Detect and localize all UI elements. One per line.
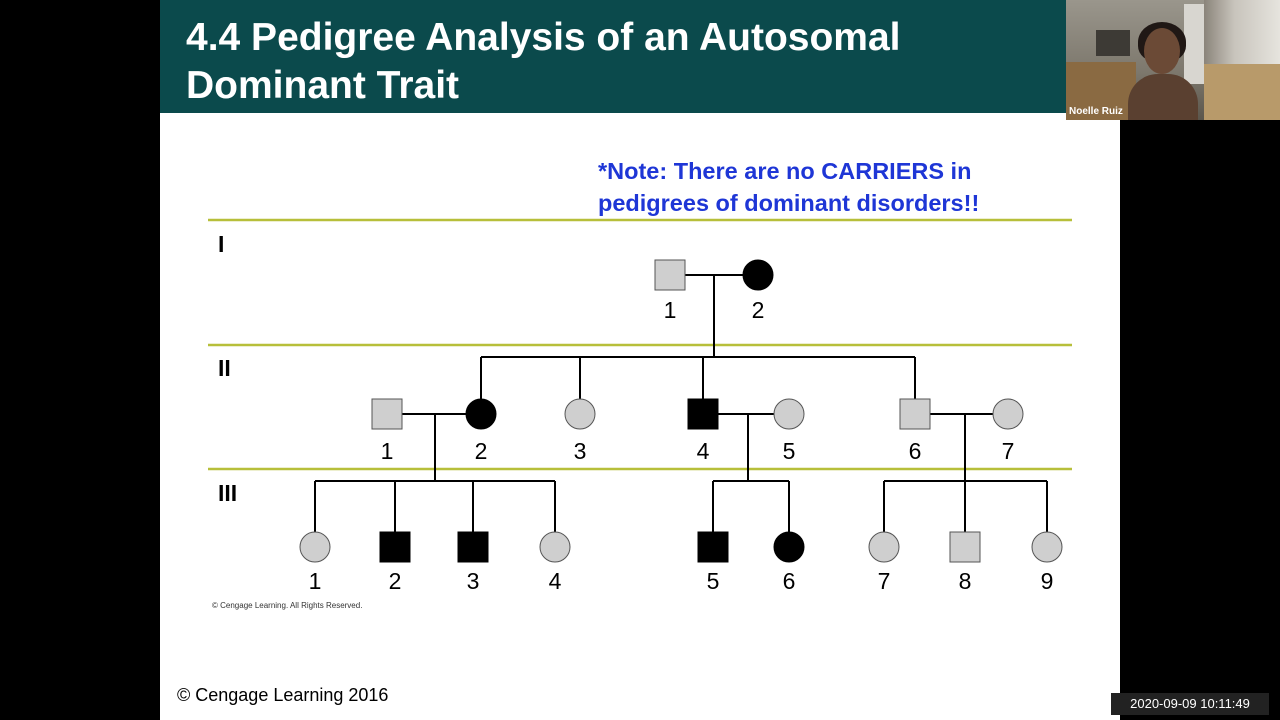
unaffected-female-III-4 — [539, 531, 571, 563]
label-II-5: 5 — [783, 438, 796, 464]
generation-label-II: II — [218, 355, 231, 381]
label-III-8: 8 — [959, 568, 972, 594]
slide: 4.4 Pedigree Analysis of an Autosomal Do… — [160, 0, 1120, 720]
affected-male-III-2 — [379, 531, 411, 563]
label-II-7: 7 — [1002, 438, 1015, 464]
room-video — [1204, 0, 1280, 120]
affected-male-III-3 — [457, 531, 489, 563]
label-III-3: 3 — [467, 568, 480, 594]
affected-male-II-4 — [687, 398, 719, 430]
label-III-5: 5 — [707, 568, 720, 594]
image-copyright: © Cengage Learning. All Rights Reserved. — [212, 601, 362, 610]
unaffected-female-III-7 — [868, 531, 900, 563]
label-III-7: 7 — [878, 568, 891, 594]
unaffected-female-II-5 — [773, 398, 805, 430]
participant-name: Noelle Ruiz — [1069, 106, 1123, 117]
unaffected-female-III-9 — [1031, 531, 1063, 563]
participant-video[interactable]: Noelle Ruiz — [1066, 0, 1228, 120]
unaffected-male-I-1 — [654, 259, 686, 291]
label-III-6: 6 — [783, 568, 796, 594]
affected-female-III-6 — [773, 531, 805, 563]
affected-female-II-2 — [465, 398, 497, 430]
label-I-1: 1 — [664, 297, 677, 323]
label-III-2: 2 — [389, 568, 402, 594]
unaffected-male-II-6 — [899, 398, 931, 430]
label-I-2: 2 — [752, 297, 765, 323]
timestamp: 2020-09-09 10:11:49 — [1111, 693, 1269, 715]
unaffected-male-II-1 — [371, 398, 403, 430]
slide-title: 4.4 Pedigree Analysis of an Autosomal Do… — [186, 16, 901, 107]
footer-copyright: © Cengage Learning 2016 — [177, 685, 389, 705]
unaffected-female-II-7 — [992, 398, 1024, 430]
unaffected-male-III-8 — [949, 531, 981, 563]
affected-male-III-5 — [697, 531, 729, 563]
label-II-2: 2 — [475, 438, 488, 464]
label-II-6: 6 — [909, 438, 922, 464]
affected-female-I-2 — [742, 259, 774, 291]
unaffected-female-II-3 — [564, 398, 596, 430]
generation-label-III: III — [218, 480, 237, 506]
label-II-4: 4 — [697, 438, 710, 464]
title-bar: 4.4 Pedigree Analysis of an Autosomal Do… — [160, 0, 1066, 113]
label-III-9: 9 — [1041, 568, 1054, 594]
label-III-4: 4 — [549, 568, 562, 594]
generation-label-I: I — [218, 231, 224, 257]
label-II-1: 1 — [381, 438, 394, 464]
unaffected-female-III-1 — [299, 531, 331, 563]
note-text: *Note: There are no CARRIERS in pedigree… — [598, 158, 980, 216]
label-II-3: 3 — [574, 438, 587, 464]
label-III-1: 1 — [309, 568, 322, 594]
